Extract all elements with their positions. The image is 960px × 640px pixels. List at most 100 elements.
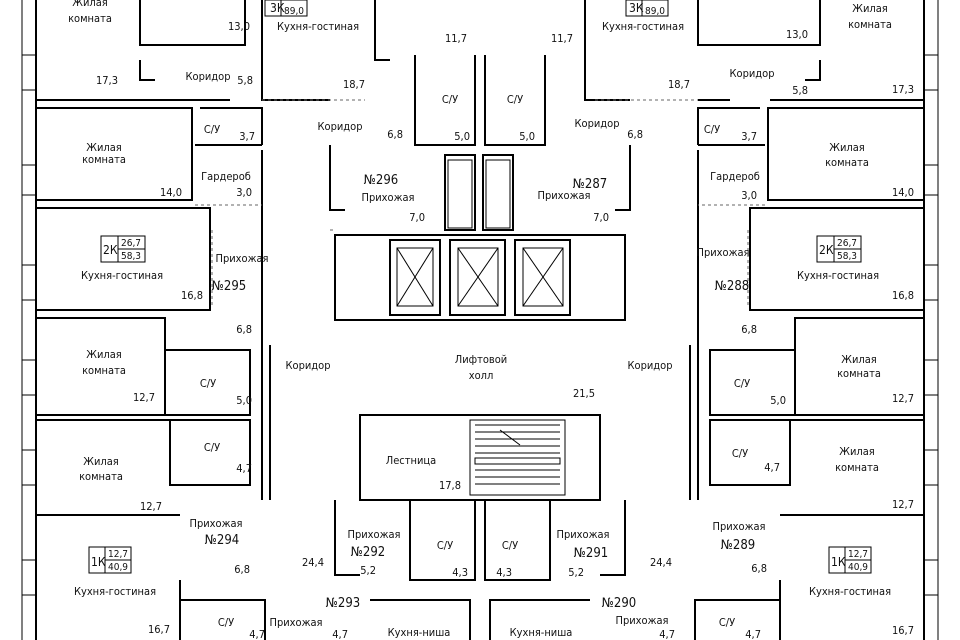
room-corridor-tr-label: Коридор bbox=[730, 67, 775, 80]
walls bbox=[21, 0, 939, 640]
room-corridor-287-label: Коридор bbox=[575, 117, 620, 130]
room-kitchen-living-294-area: 16,7 bbox=[148, 623, 170, 636]
room-kitchen-living-289-label: Кухня-гостиная bbox=[809, 585, 891, 598]
room-hall-294-area: 6,8 bbox=[234, 563, 250, 576]
room-kitchen-niche-r-label: Кухня-ниша bbox=[510, 626, 573, 639]
apt-287-number: №287 bbox=[573, 177, 608, 192]
room-hall-289-area: 6,8 bbox=[751, 562, 767, 575]
badge-1k-left: 1К 12,7 40,9 bbox=[88, 546, 132, 574]
badge-2k-right-type: 2К bbox=[819, 243, 834, 257]
room-kitchen-living-tr-area: 18,7 bbox=[668, 78, 690, 91]
room-top-mid-left-area: 11,7 bbox=[445, 32, 467, 45]
room-su-291-area: 4,3 bbox=[496, 566, 512, 579]
badge-2k-right-total: 58,3 bbox=[837, 251, 857, 262]
room-kitchen-living-295-area: 16,8 bbox=[181, 289, 203, 302]
room-corridor-br-area: 24,4 bbox=[650, 556, 672, 569]
apt-291-number: №291 bbox=[574, 546, 609, 561]
room-hall-288-label: Прихожая bbox=[697, 246, 750, 259]
badge-3k-left-total: 89,0 bbox=[284, 6, 304, 17]
room-hall-296-area: 7,0 bbox=[409, 211, 425, 224]
badge-2k-left-type: 2К bbox=[103, 243, 118, 257]
room-elevator-hall-area: 21,5 bbox=[573, 387, 595, 400]
badge-1k-left-total: 40,9 bbox=[108, 562, 128, 573]
room-hall-291-label: Прихожая bbox=[557, 528, 610, 541]
room-kitchen-living-tr-label: Кухня-гостиная bbox=[602, 20, 684, 33]
room-hall-287-label: Прихожая bbox=[538, 189, 591, 202]
room-su-292-label: С/У bbox=[437, 539, 453, 552]
room-kitchen-niche-l-label: Кухня-ниша bbox=[388, 626, 451, 639]
room-su-289-label: С/У bbox=[719, 616, 735, 629]
badge-1k-left-living: 12,7 bbox=[108, 549, 128, 560]
badge-3k-left-type: 3К bbox=[270, 1, 285, 15]
badge-2k-left: 2К 26,7 58,3 bbox=[100, 235, 146, 263]
room-living-l3-area: 12,7 bbox=[133, 391, 155, 404]
room-su-l4-area: 4,7 bbox=[236, 462, 252, 475]
room-stairs-area: 17,8 bbox=[439, 479, 461, 492]
room-su-291-label: С/У bbox=[502, 539, 518, 552]
room-corridor-tl-area: 5,8 bbox=[237, 74, 253, 87]
room-kitchen-living-295-label: Кухня-гостиная bbox=[81, 269, 163, 282]
room-su-289-area: 4,7 bbox=[745, 628, 761, 640]
room-living-r2-area: 14,0 bbox=[892, 186, 914, 199]
room-su-r4-area: 4,7 bbox=[764, 461, 780, 474]
room-kitchen-living-288-label: Кухня-гостиная bbox=[797, 269, 879, 282]
room-hall-293-label: Прихожая bbox=[270, 616, 323, 629]
room-corridor-r-label: Коридор bbox=[628, 359, 673, 372]
room-hall-287-area: 7,0 bbox=[593, 211, 609, 224]
room-corridor-287-area: 6,8 bbox=[627, 128, 643, 141]
room-su-292-area: 4,3 bbox=[452, 566, 468, 579]
room-su-left-1-area: 3,7 bbox=[239, 130, 255, 143]
room-su-r4-label: С/У bbox=[732, 447, 748, 460]
room-kitchen-living-288-area: 16,8 bbox=[892, 289, 914, 302]
room-hall-296-label: Прихожая bbox=[362, 191, 415, 204]
room-hall-291-area: 5,2 bbox=[568, 566, 584, 579]
room-stairs-label: Лестница bbox=[386, 454, 436, 467]
room-corridor-tl-label: Коридор bbox=[186, 70, 231, 83]
stair-treads bbox=[474, 424, 561, 485]
badge-3k-right-total: 89,0 bbox=[645, 6, 665, 17]
room-hall-295b-area: 6,8 bbox=[236, 323, 252, 336]
room-living-l2-area: 14,0 bbox=[160, 186, 182, 199]
room-su-left-1-label: С/У bbox=[204, 123, 220, 136]
room-kitchen-living-289-area: 16,7 bbox=[892, 624, 914, 637]
room-hall-290-area: 4,7 bbox=[659, 628, 675, 640]
apt-289-number: №289 bbox=[721, 538, 756, 553]
badge-2k-left-living: 26,7 bbox=[121, 238, 141, 249]
room-corridor-tr-area: 5,8 bbox=[792, 84, 808, 97]
room-living-tl-area: 17,3 bbox=[96, 74, 118, 87]
room-living-tr-area: 17,3 bbox=[892, 83, 914, 96]
apartment-numbers: №296 №287 №295 №288 №294 №289 №292 №291 … bbox=[205, 173, 756, 611]
room-kitchen-living-tl-label: Кухня-гостиная bbox=[277, 20, 359, 33]
room-hall-293-area: 4,7 bbox=[332, 628, 348, 640]
badge-3k-left: 3К 89,0 bbox=[264, 0, 308, 17]
room-kitchen-living-tl-area: 18,7 bbox=[343, 78, 365, 91]
room-hall-292-area: 5,2 bbox=[360, 564, 376, 577]
room-bath-tr-area: 13,0 bbox=[786, 28, 808, 41]
apartment-badges: 3К 89,0 3К 89,0 2К 26,7 58,3 2К 26,7 58,… bbox=[88, 0, 872, 574]
room-su-294-label: С/У bbox=[218, 616, 234, 629]
elevator-cars bbox=[396, 159, 564, 307]
badge-1k-left-type: 1К bbox=[91, 555, 106, 569]
room-hall-288b-area: 6,8 bbox=[741, 323, 757, 336]
badge-2k-left-total: 58,3 bbox=[121, 251, 141, 262]
badge-1k-right-total: 40,9 bbox=[848, 562, 868, 573]
room-su-right-1-area: 3,7 bbox=[741, 130, 757, 143]
room-su-r3-area: 5,0 bbox=[770, 394, 786, 407]
room-hall-289-label: Прихожая bbox=[713, 520, 766, 533]
room-su-l4-label: С/У bbox=[204, 441, 220, 454]
room-corridor-bl-area: 24,4 bbox=[302, 556, 324, 569]
badge-2k-right-living: 26,7 bbox=[837, 238, 857, 249]
room-bath-top-left-area: 5,0 bbox=[454, 130, 470, 143]
badge-1k-right-type: 1К bbox=[831, 555, 846, 569]
apt-292-number: №292 bbox=[351, 545, 386, 560]
room-kitchen-living-294-label: Кухня-гостиная bbox=[74, 585, 156, 598]
room-living-l4-area: 12,7 bbox=[140, 500, 162, 513]
room-hall-294-label: Прихожая bbox=[190, 517, 243, 530]
